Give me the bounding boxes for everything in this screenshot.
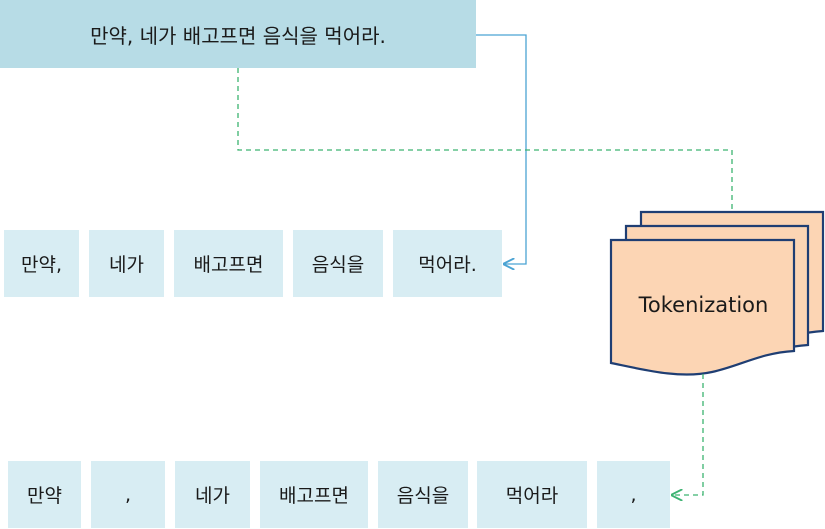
fine-token: 음식을: [378, 461, 468, 528]
word-token: 만약,: [4, 230, 79, 297]
fine-token-text: 만약: [27, 485, 62, 507]
multi-document-shape: [609, 210, 825, 376]
word-token-text: 네가: [109, 254, 144, 276]
word-token: 음식을: [293, 230, 383, 297]
word-token-text: 음식을: [311, 254, 365, 276]
source-sentence: 만약, 네가 배고프면 음식을 먹어라.: [0, 0, 476, 68]
fine-token-text: 배고프면: [279, 485, 349, 507]
fine-token-text: 음식을: [396, 485, 450, 507]
word-token-text: 먹어라.: [418, 254, 477, 276]
dashed-arrow-to-fine-tokens: [672, 374, 704, 495]
tokenization-label: Tokenization: [611, 283, 796, 327]
fine-token: 배고프면: [260, 461, 368, 528]
word-token: 먹어라.: [393, 230, 502, 297]
word-token: 네가: [89, 230, 164, 297]
fine-token-text: ,: [124, 483, 132, 506]
fine-token: ,: [597, 461, 670, 528]
document-page-front: [609, 238, 796, 376]
source-sentence-text: 만약, 네가 배고프면 음식을 먹어라.: [90, 23, 386, 48]
fine-token-text: 네가: [195, 485, 230, 507]
word-token-text: 만약,: [21, 254, 62, 276]
word-token-text: 배고프면: [193, 254, 264, 276]
fine-token: 먹어라: [477, 461, 587, 528]
fine-token: 네가: [175, 461, 250, 528]
fine-token: ,: [91, 461, 165, 528]
fine-token-text: ,: [630, 483, 637, 506]
dashed-line-to-tokenization: [237, 68, 733, 212]
tokenization-label-text: Tokenization: [638, 293, 769, 317]
fine-token-text: 먹어라: [505, 485, 559, 507]
word-token: 배고프면: [174, 230, 283, 297]
fine-token: 만약: [8, 461, 81, 528]
